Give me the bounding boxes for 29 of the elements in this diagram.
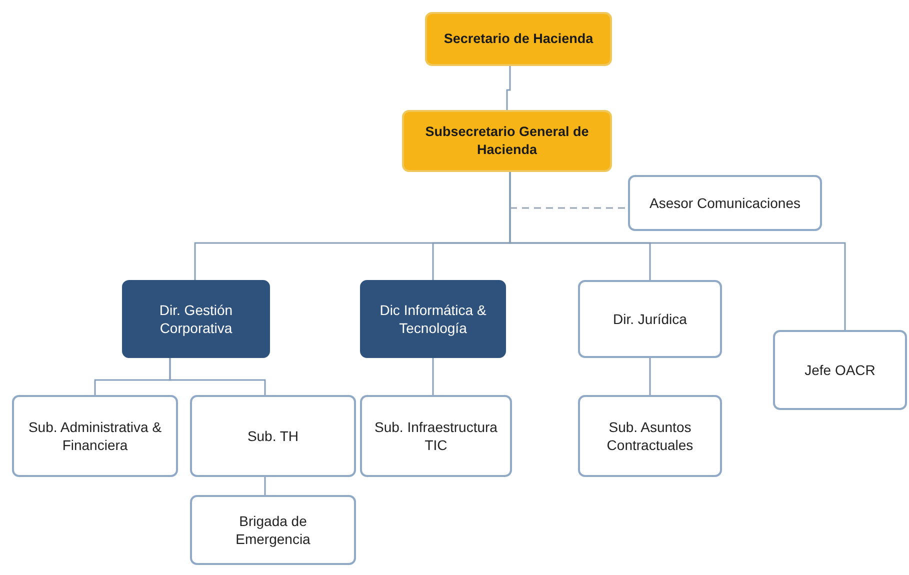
- box-label: Dir. Jurídica: [613, 310, 687, 328]
- box-label: Jefe OACR: [804, 360, 876, 380]
- box-label: Brigada de Emergencia: [234, 512, 312, 548]
- box-label: Dir. Gestión Corporativa: [158, 300, 234, 338]
- box-label: Sub. Administrativa & Financiera: [27, 418, 163, 454]
- unit-box: [190, 395, 356, 477]
- unit-box: [190, 495, 356, 565]
- box-label: Asesor Comunicaciones: [650, 194, 800, 212]
- department-box: [578, 280, 722, 358]
- department-box: [122, 280, 270, 358]
- title-box: [402, 110, 612, 172]
- box-label: Sub. TH: [247, 426, 299, 446]
- box-label: Sub. Infraestructura TIC: [374, 418, 498, 454]
- title-box: [425, 12, 612, 66]
- unit-box: [578, 395, 722, 477]
- connector-line: [169, 358, 266, 395]
- box-label: Dic Informática & Tecnología: [378, 300, 488, 338]
- box-label: Secretario de Hacienda: [444, 30, 594, 48]
- box-label: Sub. Asuntos Contractuales: [606, 418, 694, 454]
- box-label: Subsecretario General de Hacienda: [424, 123, 590, 159]
- connector-line: [649, 358, 651, 395]
- connector-line: [506, 66, 511, 110]
- connector-line: [432, 358, 434, 395]
- unit-box: [360, 395, 512, 477]
- department-box: [360, 280, 506, 358]
- connector-line: [264, 477, 266, 495]
- role-box: [628, 175, 822, 231]
- role-box: [773, 330, 907, 410]
- unit-box: [12, 395, 178, 477]
